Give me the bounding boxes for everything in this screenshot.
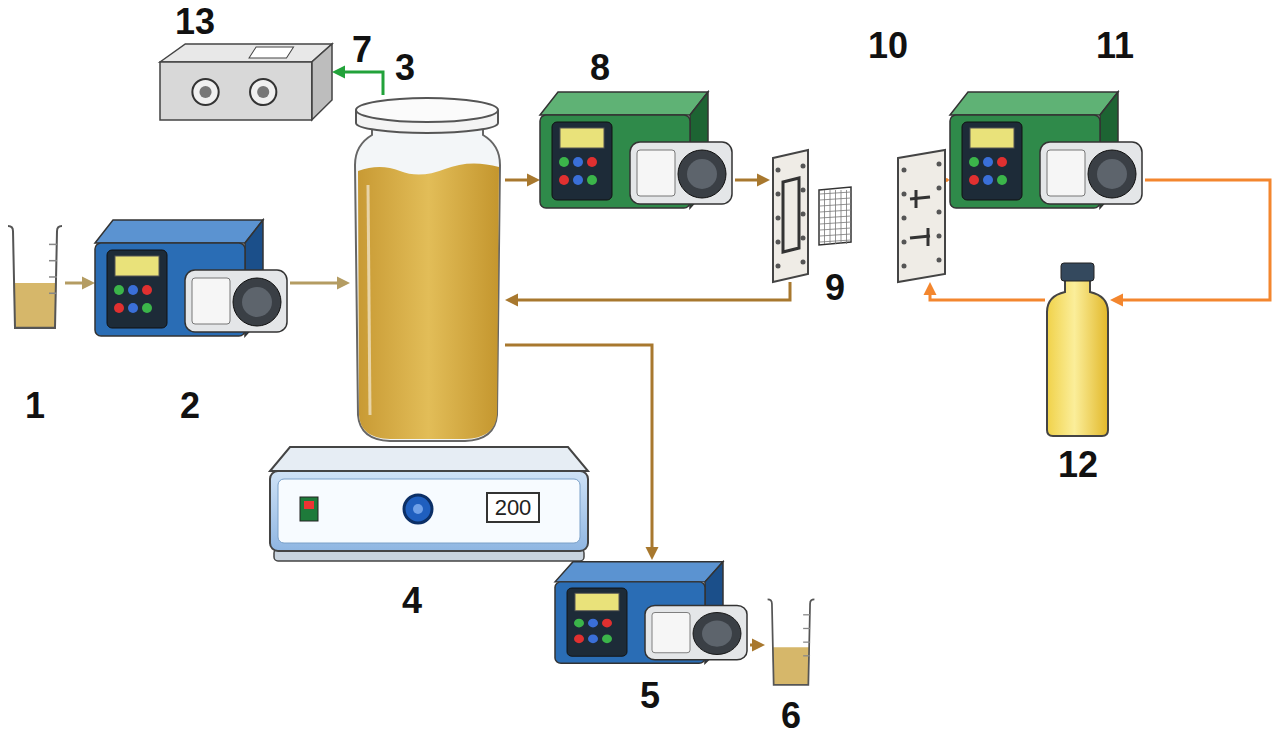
flow-line: [290, 282, 339, 285]
arrow-head: [332, 66, 345, 79]
flow-connector: [735, 174, 770, 187]
display-readout: 200: [486, 492, 541, 523]
flow-line: [735, 179, 759, 182]
reactor-vessel-illustration: [350, 95, 505, 445]
membrane-module-illustration: [770, 150, 948, 282]
beaker-illustration: [765, 596, 817, 690]
callout-number: 9: [825, 270, 845, 306]
peristaltic-pump-illustration: [540, 90, 735, 210]
arrow-head: [527, 174, 540, 187]
flow-line: [1121, 180, 1270, 300]
peristaltic-pump-illustration: [950, 90, 1145, 210]
reactor-vessel: 3: [350, 95, 505, 445]
magnetic-stirrer-illustration: [268, 445, 590, 565]
flow-connector: [924, 282, 1046, 300]
callout-number: 1: [25, 388, 45, 424]
callout-number: 3: [395, 50, 415, 86]
arrow-head: [757, 174, 770, 187]
membrane-module: 109: [770, 150, 948, 282]
arrow-head: [752, 639, 765, 652]
callout-number: 10: [868, 28, 908, 64]
arrow-head: [82, 277, 95, 290]
callout-number: 4: [402, 583, 422, 619]
flow-line: [65, 282, 84, 285]
meter: 13: [160, 44, 332, 122]
beaker-illustration: [5, 222, 65, 334]
circulation-pump: 8: [540, 90, 735, 210]
callout-number: 7: [352, 32, 372, 68]
flow-line: [930, 293, 1045, 300]
arrow-head: [1110, 294, 1123, 307]
feed-pump: 2: [95, 218, 290, 338]
callout-number: 5: [640, 678, 660, 714]
effluent-pump: 5: [555, 560, 750, 665]
flow-connector: [750, 639, 765, 652]
callout-number: 13: [175, 4, 215, 40]
arrow-head: [505, 294, 518, 307]
magnetic-stirrer: 4200: [268, 445, 590, 565]
draw-solution-bottle: 12: [1045, 262, 1110, 437]
arrow-head: [924, 282, 937, 295]
feed-beaker: 1: [5, 222, 65, 334]
peristaltic-pump-illustration: [555, 560, 750, 665]
flow-connector: [290, 277, 350, 290]
draw-solution-pump: 11: [950, 90, 1145, 210]
callout-number: 11: [1096, 28, 1134, 64]
peristaltic-pump-illustration: [95, 218, 290, 338]
callout-number: 2: [180, 388, 200, 424]
membrane-sheet-illustration: [818, 186, 852, 246]
meter-illustration: [160, 44, 332, 122]
callout-number: 6: [781, 698, 801, 734]
flow-connector: [505, 282, 790, 307]
flow-line: [505, 179, 529, 182]
effluent-beaker: 6: [765, 596, 817, 690]
arrow-head: [646, 547, 659, 560]
flow-connector: [332, 66, 383, 96]
arrow-head: [337, 277, 350, 290]
callout-number: 12: [1058, 447, 1098, 483]
flow-connector: [65, 277, 95, 290]
bottle-illustration: [1045, 262, 1110, 437]
flow-line: [343, 72, 383, 95]
membrane-sheet: 9: [818, 186, 852, 246]
flow-line: [516, 282, 790, 300]
callout-number: 8: [590, 50, 610, 86]
flow-connector: [505, 174, 540, 187]
